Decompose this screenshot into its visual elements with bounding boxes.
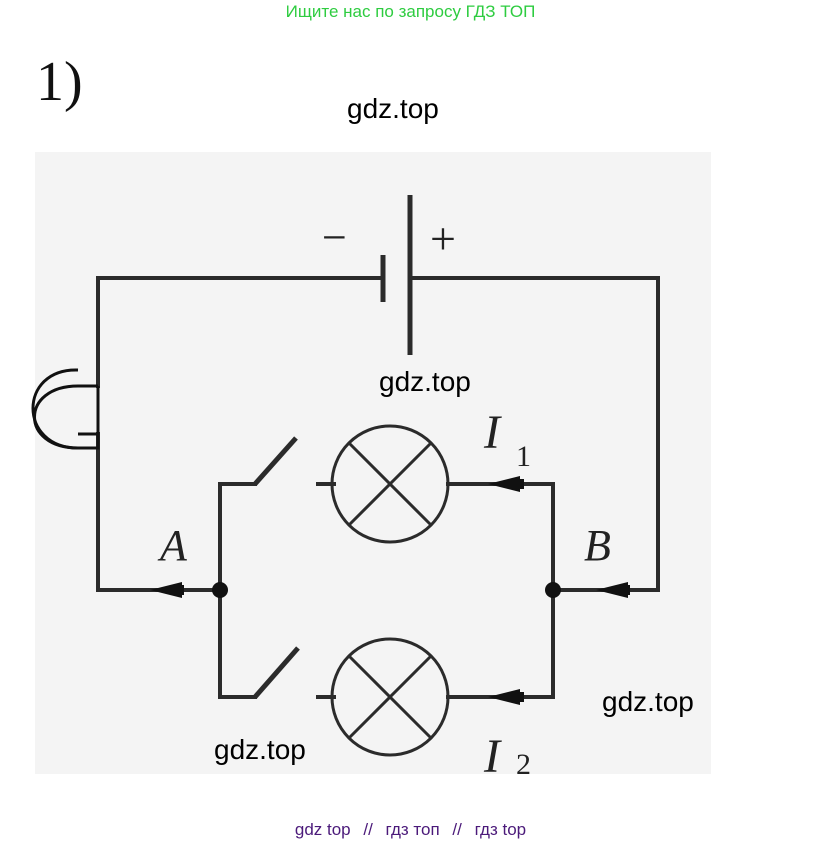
- node-a-dot: [212, 582, 228, 598]
- node-a-label: A: [157, 521, 188, 570]
- footer-link-1[interactable]: gdz top: [294, 820, 351, 839]
- battery-plus-label: +: [430, 213, 456, 264]
- node-b-dot: [545, 582, 561, 598]
- current-i1-subscript: 1: [516, 440, 531, 473]
- lamp-top-icon: [330, 424, 450, 544]
- top-banner: Ищите нас по запросу ГДЗ ТОП: [285, 2, 536, 21]
- switch-bottom-icon: [253, 646, 300, 699]
- lamp-bottom-icon: [330, 637, 450, 757]
- current-i2-label: I: [483, 730, 502, 783]
- footer-link-3[interactable]: гдз top: [474, 820, 527, 839]
- footer-links: gdz top // гдз топ // гдз top: [0, 820, 821, 840]
- footer-separator: //: [363, 820, 373, 839]
- watermark: gdz.top: [347, 93, 439, 124]
- scan-background: [35, 152, 711, 774]
- footer-link-2[interactable]: гдз топ: [385, 820, 440, 839]
- footer-separator: //: [452, 820, 462, 839]
- watermark: gdz.top: [379, 366, 471, 397]
- node-b-label: B: [584, 521, 611, 570]
- switch-top-icon: [253, 436, 298, 486]
- battery-minus-label: −: [322, 213, 347, 262]
- current-i1-label: I: [483, 406, 502, 459]
- watermark: gdz.top: [602, 686, 694, 717]
- problem-number: 1): [36, 51, 83, 113]
- current-i2-subscript: 2: [516, 748, 531, 781]
- watermark: gdz.top: [214, 734, 306, 765]
